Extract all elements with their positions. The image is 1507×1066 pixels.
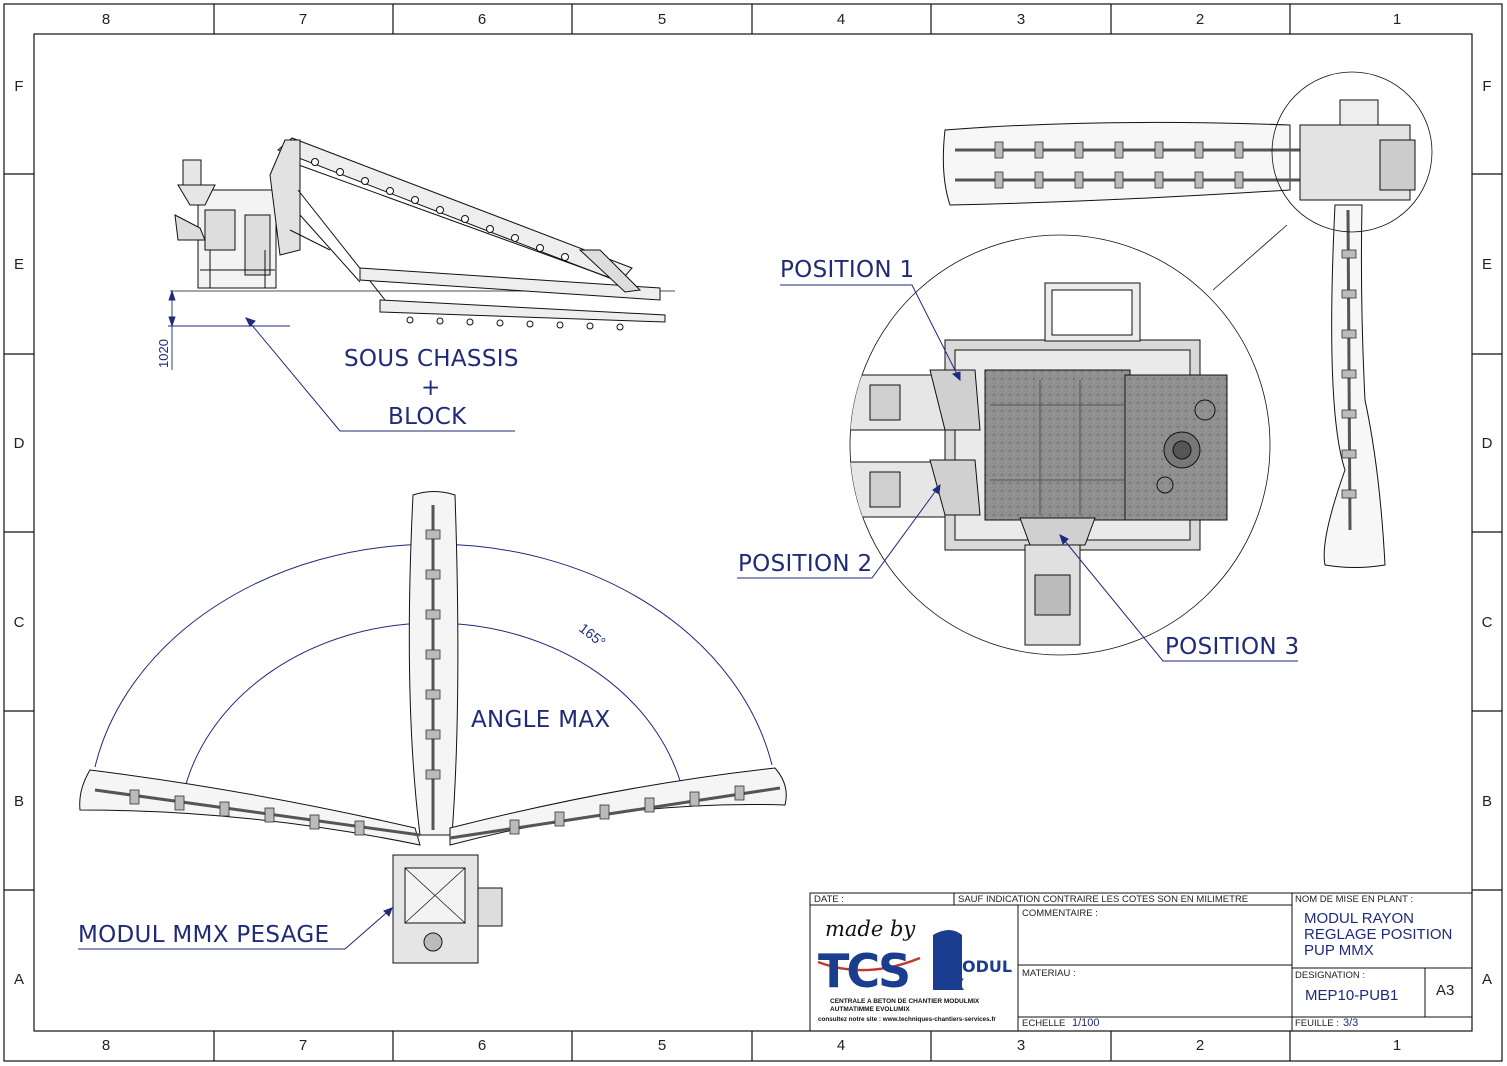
label-block: BLOCK [388, 404, 467, 430]
zone-row-c-right: C [1481, 614, 1493, 631]
svg-text:CENTRALE A BETON DE CHANTIER M: CENTRALE A BETON DE CHANTIER MODULMIX [830, 998, 980, 1005]
tb-feuille-label: FEUILLE : [1295, 1018, 1339, 1029]
tb-nom-line1: MODUL RAYON [1304, 910, 1415, 927]
zone-row-a-right: A [1481, 971, 1492, 988]
label-position-2: POSITION 2 [738, 551, 873, 577]
zone-col-8-top: 8 [101, 11, 111, 28]
zone-row-d-left: D [13, 435, 25, 452]
zone-row-a-left: A [13, 971, 24, 988]
svg-text:made by: made by [825, 917, 916, 941]
tb-echelle-label: ECHELLE [1022, 1018, 1066, 1029]
zone-col-4-top: 4 [836, 11, 846, 28]
svg-text:ODUL: ODUL [962, 957, 1012, 976]
svg-text:IX: IX [946, 975, 965, 994]
zone-row-c-left: C [13, 614, 25, 631]
svg-text:consultez notre site : www.tec: consultez notre site : www.techniques-ch… [818, 1016, 996, 1023]
zone-col-6-top: 6 [477, 11, 487, 28]
plan-view-top-right [942, 71, 1433, 568]
tb-format: A3 [1436, 982, 1455, 999]
zone-row-f-left: F [14, 78, 24, 95]
sheet-frame [3, 3, 1503, 1062]
angle-value-text: 165° [576, 620, 609, 650]
side-view [170, 137, 675, 331]
tb-echelle-value: 1/100 [1072, 1017, 1100, 1029]
leader-sous-chassis [245, 317, 515, 432]
zone-col-3-top: 3 [1016, 11, 1026, 28]
zone-col-4-bottom: 4 [836, 1037, 846, 1054]
label-position-1: POSITION 1 [780, 257, 915, 283]
zone-row-b-right: B [1481, 793, 1492, 810]
dimension-1020 [168, 289, 290, 370]
detail-leaders [737, 284, 1298, 662]
zone-col-5-top: 5 [657, 11, 667, 28]
label-sous-chassis: SOUS CHASSIS [344, 346, 519, 372]
tb-nom-line2: REGLAGE POSITION [1304, 926, 1453, 943]
zone-row-e-right: E [1481, 256, 1492, 273]
zone-row-b-left: B [13, 793, 24, 810]
svg-text:AUTMATIMME EVOLUMIX: AUTMATIMME EVOLUMIX [830, 1006, 910, 1013]
tb-materiau-label: MATERIAU : [1022, 968, 1076, 979]
zone-col-1-top: 1 [1392, 11, 1402, 28]
dim-1020-text: 1020 [156, 339, 171, 368]
zone-col-7-bottom: 7 [298, 1037, 308, 1054]
radial-view [78, 491, 787, 964]
zone-row-d-right: D [1481, 435, 1493, 452]
tb-nom-label: NOM DE MISE EN PLANT : [1295, 894, 1414, 905]
detail-view [849, 234, 1271, 656]
zone-col-1-bottom: 1 [1392, 1037, 1402, 1054]
zone-col-8-bottom: 8 [101, 1037, 111, 1054]
label-sous-chassis-plus: + [421, 375, 441, 401]
label-angle-max: ANGLE MAX [471, 707, 611, 733]
zone-col-2-top: 2 [1195, 11, 1205, 28]
zone-col-5-bottom: 5 [657, 1037, 667, 1054]
tb-designation-value: MEP10-PUB1 [1305, 987, 1399, 1004]
tb-commentaire-label: COMMENTAIRE : [1022, 908, 1098, 919]
tb-nom-line3: PUP MMX [1304, 942, 1374, 959]
title-block-frame [809, 892, 1473, 1032]
svg-text:TCS: TCS [818, 944, 908, 998]
tb-units-note: SAUF INDICATION CONTRAIRE LES COTES SON … [958, 894, 1249, 905]
tb-designation-label: DESIGNATION : [1295, 970, 1366, 981]
zone-row-f-right: F [1482, 78, 1492, 95]
zone-row-e-left: E [13, 256, 24, 273]
tb-feuille-value: 3/3 [1343, 1017, 1359, 1029]
label-modul-mmx-pesage: MODUL MMX PESAGE [78, 922, 330, 948]
zone-col-6-bottom: 6 [477, 1037, 487, 1054]
label-position-3: POSITION 3 [1165, 634, 1300, 660]
zone-col-3-bottom: 3 [1016, 1037, 1026, 1054]
tcs-modulmix-logo: TCS made by ODUL IX CENTRALE A BETON DE … [817, 917, 1012, 1023]
zone-col-7-top: 7 [298, 11, 308, 28]
zone-col-2-bottom: 2 [1195, 1037, 1205, 1054]
tb-date-label: DATE : [814, 894, 844, 905]
